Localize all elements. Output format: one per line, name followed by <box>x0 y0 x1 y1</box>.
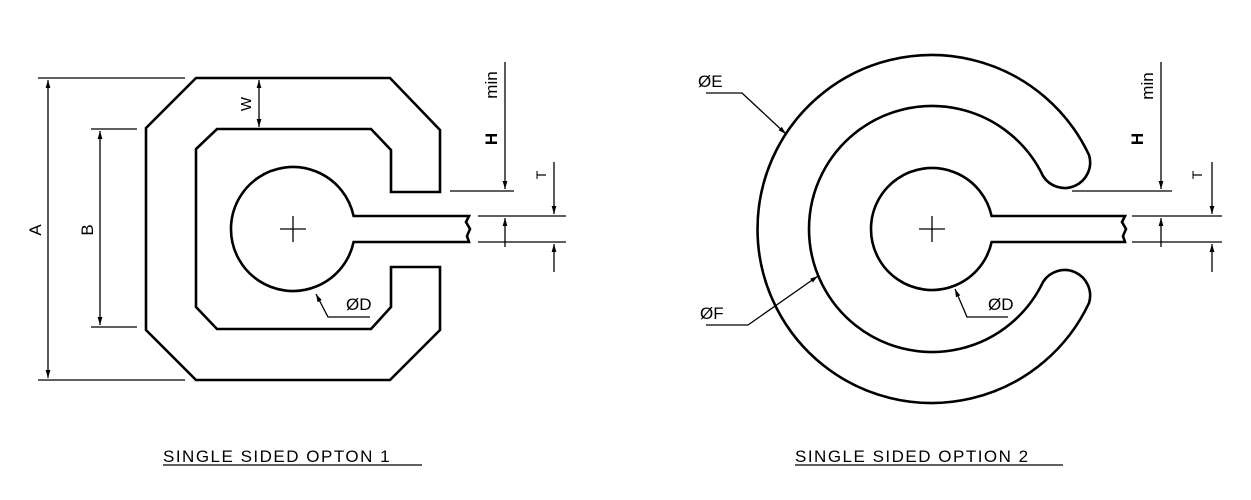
keyhole-slot <box>869 166 1128 292</box>
center-mark <box>280 216 306 242</box>
option-1-drawing: A B W H min T ØD SINGLE SIDED OPTO <box>26 62 566 466</box>
dimension-d-leader <box>954 288 1008 318</box>
dimension-a <box>38 77 185 381</box>
option-1-caption: SINGLE SIDED OPTON 1 <box>163 447 391 466</box>
round-c-ring <box>756 53 1092 405</box>
dimension-b <box>91 128 137 328</box>
octagonal-c-frame <box>144 76 442 382</box>
keyhole-slot <box>229 165 472 293</box>
dimension-d-label: ØD <box>346 295 372 314</box>
dimension-t <box>1132 162 1222 272</box>
dimension-b-label: B <box>78 224 97 235</box>
dimension-d-leader <box>315 293 370 318</box>
dimension-e-label: ØE <box>698 72 723 91</box>
dimension-t-label: T <box>1189 170 1205 179</box>
option-2-caption: SINGLE SIDED OPTION 2 <box>795 447 1030 466</box>
dimension-w-label: W <box>238 96 255 111</box>
center-mark <box>919 216 945 242</box>
dimension-min-label: min <box>1138 72 1157 99</box>
dimension-min-label: min <box>482 71 501 98</box>
dimension-e-leader <box>706 92 787 135</box>
dimension-d-label: ØD <box>988 295 1014 314</box>
dimension-h-label: H <box>482 133 501 145</box>
dimension-h-label: H <box>1128 133 1147 145</box>
dimension-h-min <box>1072 62 1172 192</box>
dimension-a-label: A <box>26 224 45 236</box>
dimension-h-min <box>450 62 514 192</box>
dimension-t-label: T <box>533 170 549 179</box>
option-2-drawing: ØE ØF ØD H min T SINGLE SIDED OPTION 2 <box>698 53 1222 466</box>
dimension-f-leader <box>706 275 819 326</box>
dimension-f-label: ØF <box>700 304 724 323</box>
dimension-t <box>478 162 566 272</box>
